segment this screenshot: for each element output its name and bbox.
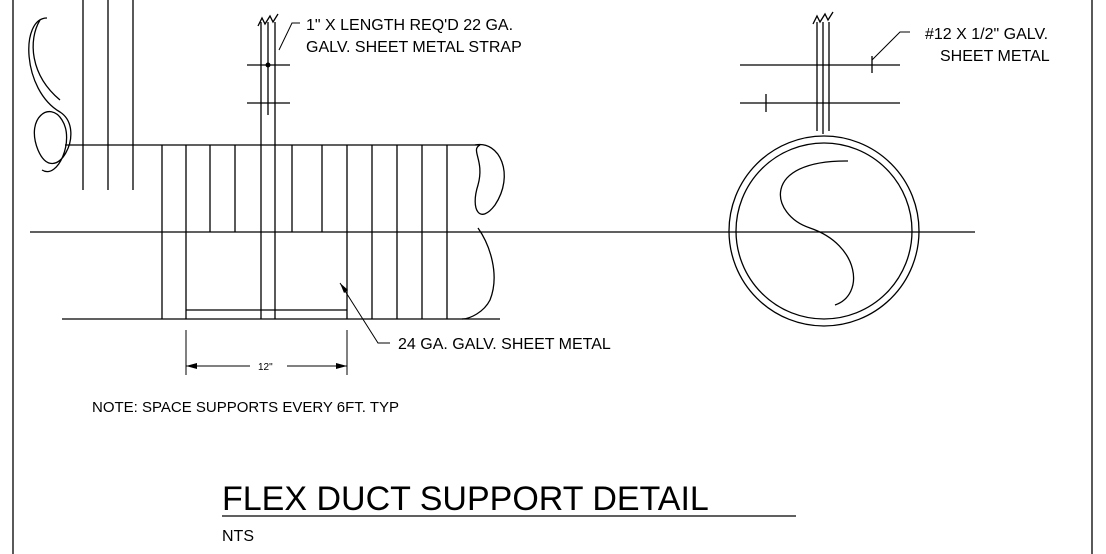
scale-label: NTS	[222, 528, 254, 545]
strap-callout-line1: 1" X LENGTH REQ'D 22 GA.	[306, 17, 513, 34]
dimension-label: 12"	[258, 362, 273, 373]
sheet-metal-callout: 24 GA. GALV. SHEET METAL	[398, 336, 611, 353]
strap-callout-line2: GALV. SHEET METAL STRAP	[306, 39, 522, 56]
drawing-title: FLEX DUCT SUPPORT DETAIL	[222, 480, 709, 518]
flex-duct-side-view	[30, 144, 975, 320]
spacing-note: NOTE: SPACE SUPPORTS EVERY 6FT. TYP	[92, 399, 399, 416]
flex-duct-section-view	[728, 11, 920, 327]
duct-end-break-left	[28, 0, 134, 190]
drawing-frame	[12, 0, 1093, 554]
support-strap-side	[247, 13, 300, 319]
screw-callout-line2: SHEET METAL	[940, 48, 1050, 65]
screw-callout-line1: #12 X 1/2" GALV.	[925, 26, 1048, 43]
sheet-metal-leader	[339, 282, 390, 344]
dimension-12in	[185, 330, 348, 375]
